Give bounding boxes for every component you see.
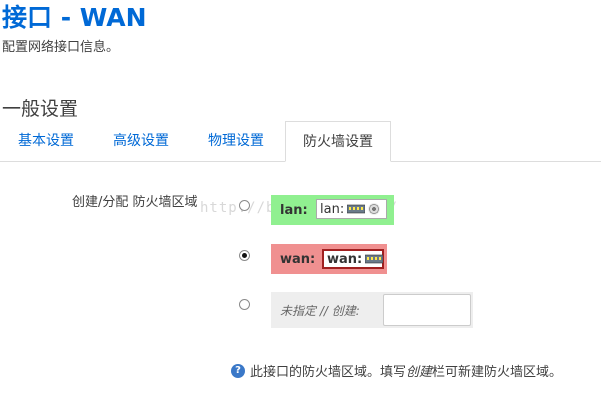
- help-icon: ?: [231, 363, 245, 378]
- zone-lan[interactable]: lan: lan:: [271, 195, 394, 225]
- zone-lan-badge: lan:: [316, 199, 387, 219]
- radio-selected-dot: [242, 253, 247, 258]
- zone-lan-badge-label: lan:: [320, 201, 345, 217]
- tab-advanced-settings[interactable]: 高级设置: [113, 133, 169, 149]
- wireless-icon: [368, 203, 381, 215]
- page-title: 接口 - WAN: [2, 3, 147, 32]
- help-text-prefix: 此接口的防火墙区域。填写: [250, 365, 407, 380]
- network-icon: [364, 252, 384, 266]
- zone-wan-badge: wan:: [322, 249, 384, 269]
- tab-bar: 基本设置 高级设置 物理设置 防火墙设置: [0, 121, 601, 162]
- tab-basic-settings[interactable]: 基本设置: [18, 133, 74, 149]
- firewall-zone-label: 创建/分配 防火墙区域: [72, 195, 198, 210]
- help-text-emphasis: 创建: [406, 365, 433, 380]
- zone-wan-badge-label: wan:: [327, 251, 363, 267]
- radio-zone-create[interactable]: [239, 299, 250, 310]
- zone-wan-name: wan:: [280, 251, 316, 267]
- tab-physical-settings[interactable]: 物理设置: [208, 133, 264, 149]
- zone-create-label: 未指定 // 创建:: [280, 303, 360, 318]
- radio-zone-wan[interactable]: [239, 250, 250, 261]
- zone-create: 未指定 // 创建:: [271, 292, 473, 328]
- zone-wan[interactable]: wan: wan:: [271, 244, 387, 274]
- zone-lan-name: lan:: [280, 202, 308, 218]
- section-title: 一般设置: [2, 98, 79, 120]
- tab-firewall-settings[interactable]: 防火墙设置: [285, 121, 391, 162]
- new-zone-input[interactable]: [383, 294, 471, 326]
- network-icon: [346, 202, 366, 216]
- help-text: ? 此接口的防火墙区域。填写创建栏可新建防火墙区域。: [231, 361, 562, 380]
- help-text-suffix: 栏可新建防火墙区域。: [432, 365, 563, 380]
- radio-zone-lan[interactable]: [239, 200, 250, 211]
- page-description: 配置网络接口信息。: [2, 40, 120, 55]
